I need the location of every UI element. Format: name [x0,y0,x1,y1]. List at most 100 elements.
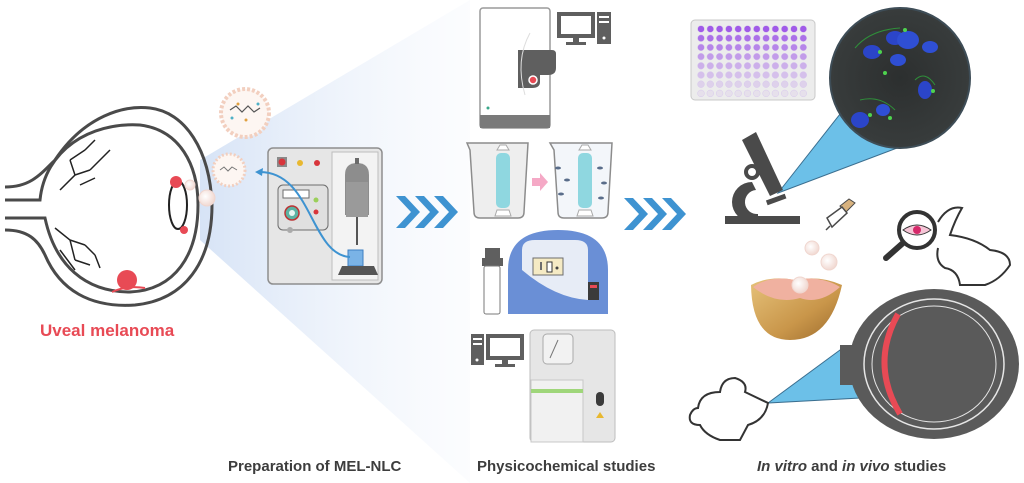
pink-arrow [532,173,548,191]
dialysis-beaker-icon [465,142,529,219]
rabbit-icon [688,376,770,441]
well [790,62,798,70]
eye-cross-section-icon [4,106,216,307]
well [734,62,742,70]
well [753,25,761,33]
caption-in-vivo: in vivo [842,458,890,475]
confocal-image-icon [829,7,971,149]
well [743,52,752,61]
caption-in-vitro: In vitro [757,458,808,475]
well [697,71,705,79]
well [734,80,742,88]
well [715,89,724,98]
well [799,43,807,52]
well [753,62,761,70]
well [725,62,733,70]
zetasizer-icon [479,7,556,129]
well [725,80,733,88]
well [799,52,807,61]
well [715,43,724,52]
well [715,34,724,42]
well [725,43,733,52]
well [790,71,798,79]
well [715,62,724,70]
well [743,34,752,42]
tumor-mark [117,270,137,290]
well [762,34,770,42]
well [706,62,714,70]
well [781,25,789,33]
well [734,43,742,52]
well [762,89,770,98]
well [799,80,807,88]
egg-het-cam-icon [751,240,842,340]
well [706,43,714,52]
well [734,34,742,42]
well [715,71,724,79]
well [771,71,780,79]
well [799,89,807,98]
well [715,80,724,88]
well [706,89,714,98]
well [790,25,798,33]
well [781,34,789,42]
well [771,43,780,52]
well [706,25,714,33]
caption-and: and [807,458,843,475]
well [753,80,761,88]
well [697,89,705,98]
well [734,52,742,61]
well [697,62,705,70]
well [753,43,761,52]
computer-icon [557,12,611,45]
microscope-icon [725,132,800,224]
well [753,89,761,98]
well [781,43,789,52]
well [781,52,789,61]
well [781,71,789,79]
well [790,52,798,61]
well [790,80,798,88]
chevron-arrow-icon [624,198,686,230]
well [697,34,705,42]
well [734,25,742,33]
well [799,34,807,42]
well [781,62,789,70]
well [799,25,807,33]
caption-physicochemical: Physicochemical studies [477,458,656,475]
well [762,71,770,79]
caption-in-vitro-in-vivo: In vitro and in vivo studies [757,458,946,475]
well [771,62,780,70]
tumor-mark [170,176,182,188]
well [781,80,789,88]
well [725,52,733,61]
well [697,43,705,52]
caption-preparation: Preparation of MEL-NLC [228,458,402,475]
well [715,52,724,61]
well [771,52,780,61]
well [771,80,780,88]
well [706,34,714,42]
rabbit-eye-icon [840,289,1019,439]
chevron-arrow-icon [396,196,458,228]
well [725,34,733,42]
well [725,71,733,79]
well-plate-icon [690,19,816,101]
nanoparticle-icon [211,152,247,188]
well [771,89,780,98]
nanoparticle-icon [219,87,271,139]
homogenizer-icon [255,147,383,285]
caption-studies: studies [889,458,947,475]
well [762,52,770,61]
well [725,25,733,33]
well [734,89,742,98]
dialysis-beaker-icon [548,142,613,219]
well [753,52,761,61]
well [781,89,789,98]
well [706,71,714,79]
well [771,25,780,33]
dropper-icon [825,198,856,231]
well [790,89,798,98]
well [743,43,752,52]
